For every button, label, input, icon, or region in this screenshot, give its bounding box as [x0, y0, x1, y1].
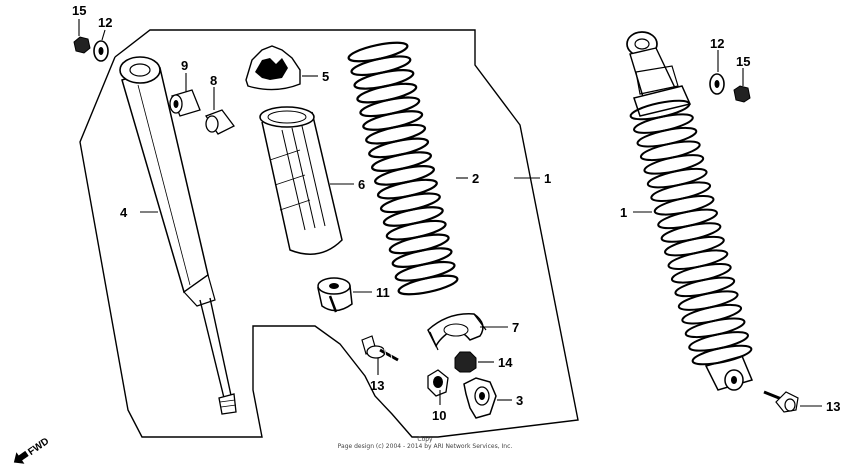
stopper-rubber-part-11[interactable] — [317, 277, 353, 313]
shock-absorber-body[interactable] — [119, 56, 237, 415]
spring-coil — [677, 290, 739, 311]
spring-coil — [385, 219, 447, 241]
callout-12-left: 12 — [98, 15, 112, 30]
bolt-part-13-center[interactable] — [361, 335, 399, 362]
spring-coil — [365, 123, 427, 145]
spring-coil — [388, 233, 450, 255]
forward-direction-indicator: FWD — [13, 436, 51, 464]
spring-coil — [350, 55, 412, 77]
callout-15-right: 15 — [736, 54, 750, 69]
assembled-shock-absorber[interactable] — [626, 31, 754, 391]
spring-coil — [397, 274, 459, 296]
callout-13-right: 13 — [826, 399, 840, 414]
spring-coil — [374, 165, 435, 186]
callout-5: 5 — [322, 69, 329, 84]
spring-coil — [356, 82, 418, 104]
callout-8: 8 — [210, 73, 217, 88]
spring-coil — [664, 235, 725, 257]
washer-part-12-left[interactable] — [93, 40, 109, 62]
callout-6: 6 — [358, 177, 365, 192]
bolt-part-13-right[interactable] — [763, 390, 799, 413]
spring-coil — [643, 154, 705, 175]
spring-coil — [391, 247, 453, 268]
spring-coil — [394, 260, 456, 282]
callout-7: 7 — [512, 320, 519, 335]
spring-seat-part-7[interactable] — [427, 313, 487, 351]
leader-lines — [78, 19, 822, 407]
spring-coil — [660, 222, 722, 243]
callout-4: 4 — [120, 205, 128, 220]
spring-coil — [353, 69, 415, 90]
spring-coil — [691, 344, 753, 366]
spring-coil — [379, 192, 441, 214]
spring-coil — [650, 181, 712, 202]
spring-coil — [646, 167, 708, 189]
spring-coil — [684, 317, 746, 339]
spring-coil — [674, 276, 736, 298]
assembly-outline — [79, 29, 579, 438]
spring-coil — [657, 208, 718, 230]
spring-coil — [639, 140, 701, 162]
coil-spring-part-2[interactable] — [347, 39, 459, 298]
callout-1-right: 1 — [620, 205, 627, 220]
spring-coil — [670, 263, 732, 284]
spring-coil — [347, 41, 409, 63]
lower-joint-part-3[interactable] — [463, 377, 497, 419]
spring-coil — [382, 206, 444, 227]
callout-10: 10 — [432, 408, 446, 423]
nut-part-15-left[interactable] — [73, 36, 91, 54]
spring-coil — [653, 195, 715, 216]
callout-3: 3 — [516, 393, 523, 408]
spring-seat-stopper-part-5[interactable] — [245, 45, 301, 91]
washer-part-12-right[interactable] — [709, 73, 725, 95]
spring-coil — [368, 137, 430, 159]
collar-part-8[interactable] — [205, 109, 235, 135]
callout-2: 2 — [472, 171, 479, 186]
copyright-line-2: Page design (c) 2004 - 2014 by ARI Netwo… — [337, 443, 513, 450]
callout-1-center: 1 — [544, 171, 551, 186]
spring-coil — [667, 249, 729, 270]
nut-part-15-right[interactable] — [733, 85, 751, 103]
spring-coil — [636, 126, 698, 148]
bushing-part-10[interactable] — [427, 369, 449, 397]
callout-11: 11 — [376, 285, 390, 300]
spring-coil — [362, 110, 424, 131]
callout-13-center: 13 — [370, 378, 384, 393]
forward-arrow-icon — [13, 450, 29, 464]
spring-coil — [681, 303, 743, 325]
spring-coil — [688, 331, 749, 352]
spring-coil — [376, 178, 438, 200]
callout-9: 9 — [181, 58, 188, 73]
callout-15-left: 15 — [72, 3, 86, 18]
spring-coil — [371, 151, 432, 172]
spring-coil — [359, 96, 421, 118]
nut-part-14[interactable] — [454, 351, 477, 373]
callout-14: 14 — [498, 355, 513, 370]
copyright-line-1: Copy — [417, 436, 433, 443]
bushing-part-9[interactable] — [169, 89, 201, 117]
callout-12-right: 12 — [710, 36, 724, 51]
spring-guide-part-6[interactable] — [259, 106, 343, 255]
